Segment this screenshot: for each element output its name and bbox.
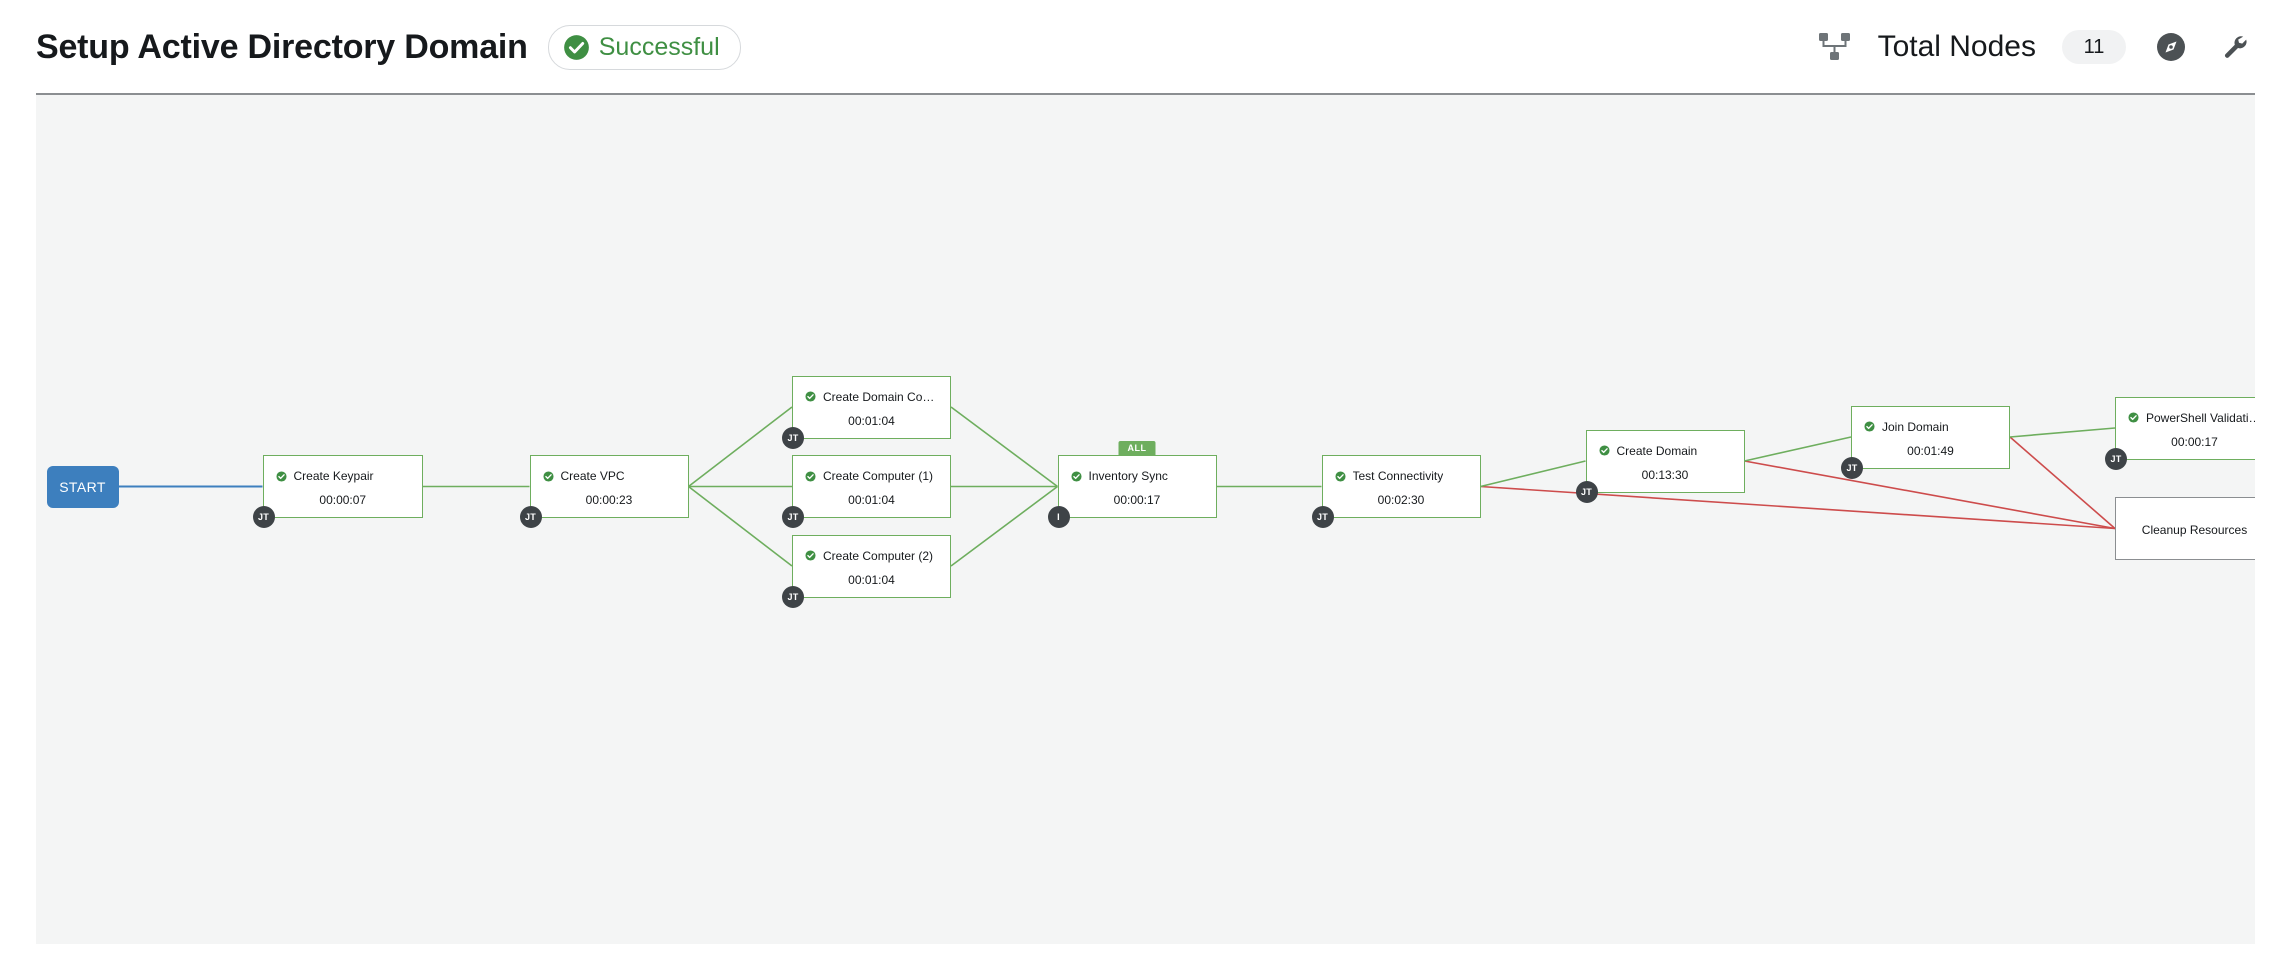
node-status-check-icon xyxy=(542,470,554,482)
node-title-row: Cleanup Resources xyxy=(2116,523,2255,537)
app-header: Setup Active Directory Domain Successful… xyxy=(0,0,2290,94)
node-title-row: Create Computer (1) xyxy=(793,469,950,483)
page-title: Setup Active Directory Domain xyxy=(36,27,528,66)
node-agent-badge[interactable]: JT xyxy=(1841,456,1863,479)
edge-create-computer-2-to-inventory-sync xyxy=(950,485,1058,567)
title-group: Setup Active Directory Domain Successful xyxy=(36,24,741,70)
total-nodes-count: 11 xyxy=(2062,30,2126,64)
edge-create-vpc-to-create-domain-controller xyxy=(688,406,793,488)
node-title: Join Domain xyxy=(1882,419,1949,434)
edge-create-domain-controller-to-inventory-sync xyxy=(950,406,1058,488)
node-scope-badge: ALL xyxy=(1118,441,1156,456)
compass-icon[interactable] xyxy=(2152,28,2190,66)
node-title: PowerShell Validation xyxy=(2146,410,2255,425)
node-title-row: Test Connectivity xyxy=(1323,469,1480,483)
node-agent-badge[interactable]: JT xyxy=(1311,506,1334,528)
node-status-check-icon xyxy=(2128,412,2139,423)
node-agent-badge[interactable]: JT xyxy=(782,426,804,449)
total-nodes-label: Total Nodes xyxy=(1877,30,2036,63)
edge-join-domain-to-cleanup-resources xyxy=(2009,436,2116,530)
node-duration: 00:02:30 xyxy=(1377,493,1425,507)
node-agent-badge[interactable]: JT xyxy=(252,506,275,528)
edge-create-vpc-to-create-computer-2 xyxy=(688,485,793,567)
wrench-icon[interactable] xyxy=(2216,28,2254,66)
start-node-label: START xyxy=(59,478,106,495)
node-agent-badge[interactable]: JT xyxy=(782,585,804,608)
edge-create-domain-to-join-domain xyxy=(1744,436,1852,462)
node-title: Inventory Sync xyxy=(1088,469,1168,483)
status-label: Successful xyxy=(598,32,720,61)
node-duration: 00:00:17 xyxy=(2171,434,2218,449)
status-badge: Successful xyxy=(547,24,741,70)
node-status-check-icon xyxy=(805,391,816,402)
node-title-row: Create Domain xyxy=(1587,444,1744,458)
node-agent-badge[interactable]: JT xyxy=(1575,480,1598,503)
workflow-nodes-icon xyxy=(1818,32,1852,62)
node-status-check-icon xyxy=(1334,470,1346,482)
node-title: Create VPC xyxy=(560,469,625,483)
node-status-check-icon xyxy=(1864,421,1875,432)
node-duration: 00:01:04 xyxy=(848,413,895,428)
node-status-check-icon xyxy=(805,470,816,482)
node-agent-badge[interactable]: I xyxy=(1047,506,1070,528)
node-duration: 00:00:07 xyxy=(319,493,367,507)
node-status-check-icon xyxy=(1598,445,1610,456)
node-title: Create Computer (1) xyxy=(823,469,934,483)
node-title: Create Domain xyxy=(1616,443,1698,458)
start-node[interactable]: START xyxy=(46,465,119,508)
node-title-row: Create Keypair xyxy=(264,469,423,483)
node-title: Test Connectivity xyxy=(1352,469,1444,483)
header-divider xyxy=(36,93,2255,95)
node-agent-badge[interactable]: JT xyxy=(2105,447,2127,470)
node-title: Create Computer (2) xyxy=(823,548,934,563)
node-duration: 00:00:17 xyxy=(1113,493,1161,507)
node-status-check-icon xyxy=(805,550,816,561)
header-right-group: Total Nodes 11 xyxy=(1818,28,2254,66)
edge-create-domain-to-cleanup-resources xyxy=(1744,460,2116,530)
node-title-row: Create VPC xyxy=(531,469,688,483)
node-title-row: Create Domain Contr... xyxy=(793,390,950,404)
node-agent-badge[interactable]: JT xyxy=(782,506,804,528)
check-circle-icon xyxy=(563,34,590,61)
node-title: Create Domain Contr... xyxy=(823,389,938,404)
node-duration: 00:01:49 xyxy=(1907,443,1954,458)
node-title: Cleanup Resources xyxy=(2141,523,2248,537)
node-title-row: PowerShell Validation xyxy=(2116,411,2255,425)
node-agent-badge[interactable]: JT xyxy=(519,506,542,528)
node-title-row: Join Domain xyxy=(1852,420,2009,434)
edge-test-connectivity-to-create-domain xyxy=(1480,460,1586,488)
node-duration: 00:13:30 xyxy=(1641,467,1689,482)
node-title: Create Keypair xyxy=(293,469,374,483)
node-title-row: Create Computer (2) xyxy=(793,549,950,563)
workflow-node-cleanup-resources[interactable]: Cleanup Resources xyxy=(2115,497,2255,560)
node-duration: 00:01:04 xyxy=(848,493,895,507)
node-title-row: Inventory Sync xyxy=(1059,469,1216,483)
node-duration: 00:00:23 xyxy=(585,493,633,507)
edge-join-domain-to-powershell-validation xyxy=(2009,427,2116,438)
node-status-check-icon xyxy=(275,470,287,482)
edge-layer xyxy=(118,406,2116,567)
node-status-check-icon xyxy=(1070,470,1082,482)
node-duration: 00:01:04 xyxy=(848,572,895,587)
